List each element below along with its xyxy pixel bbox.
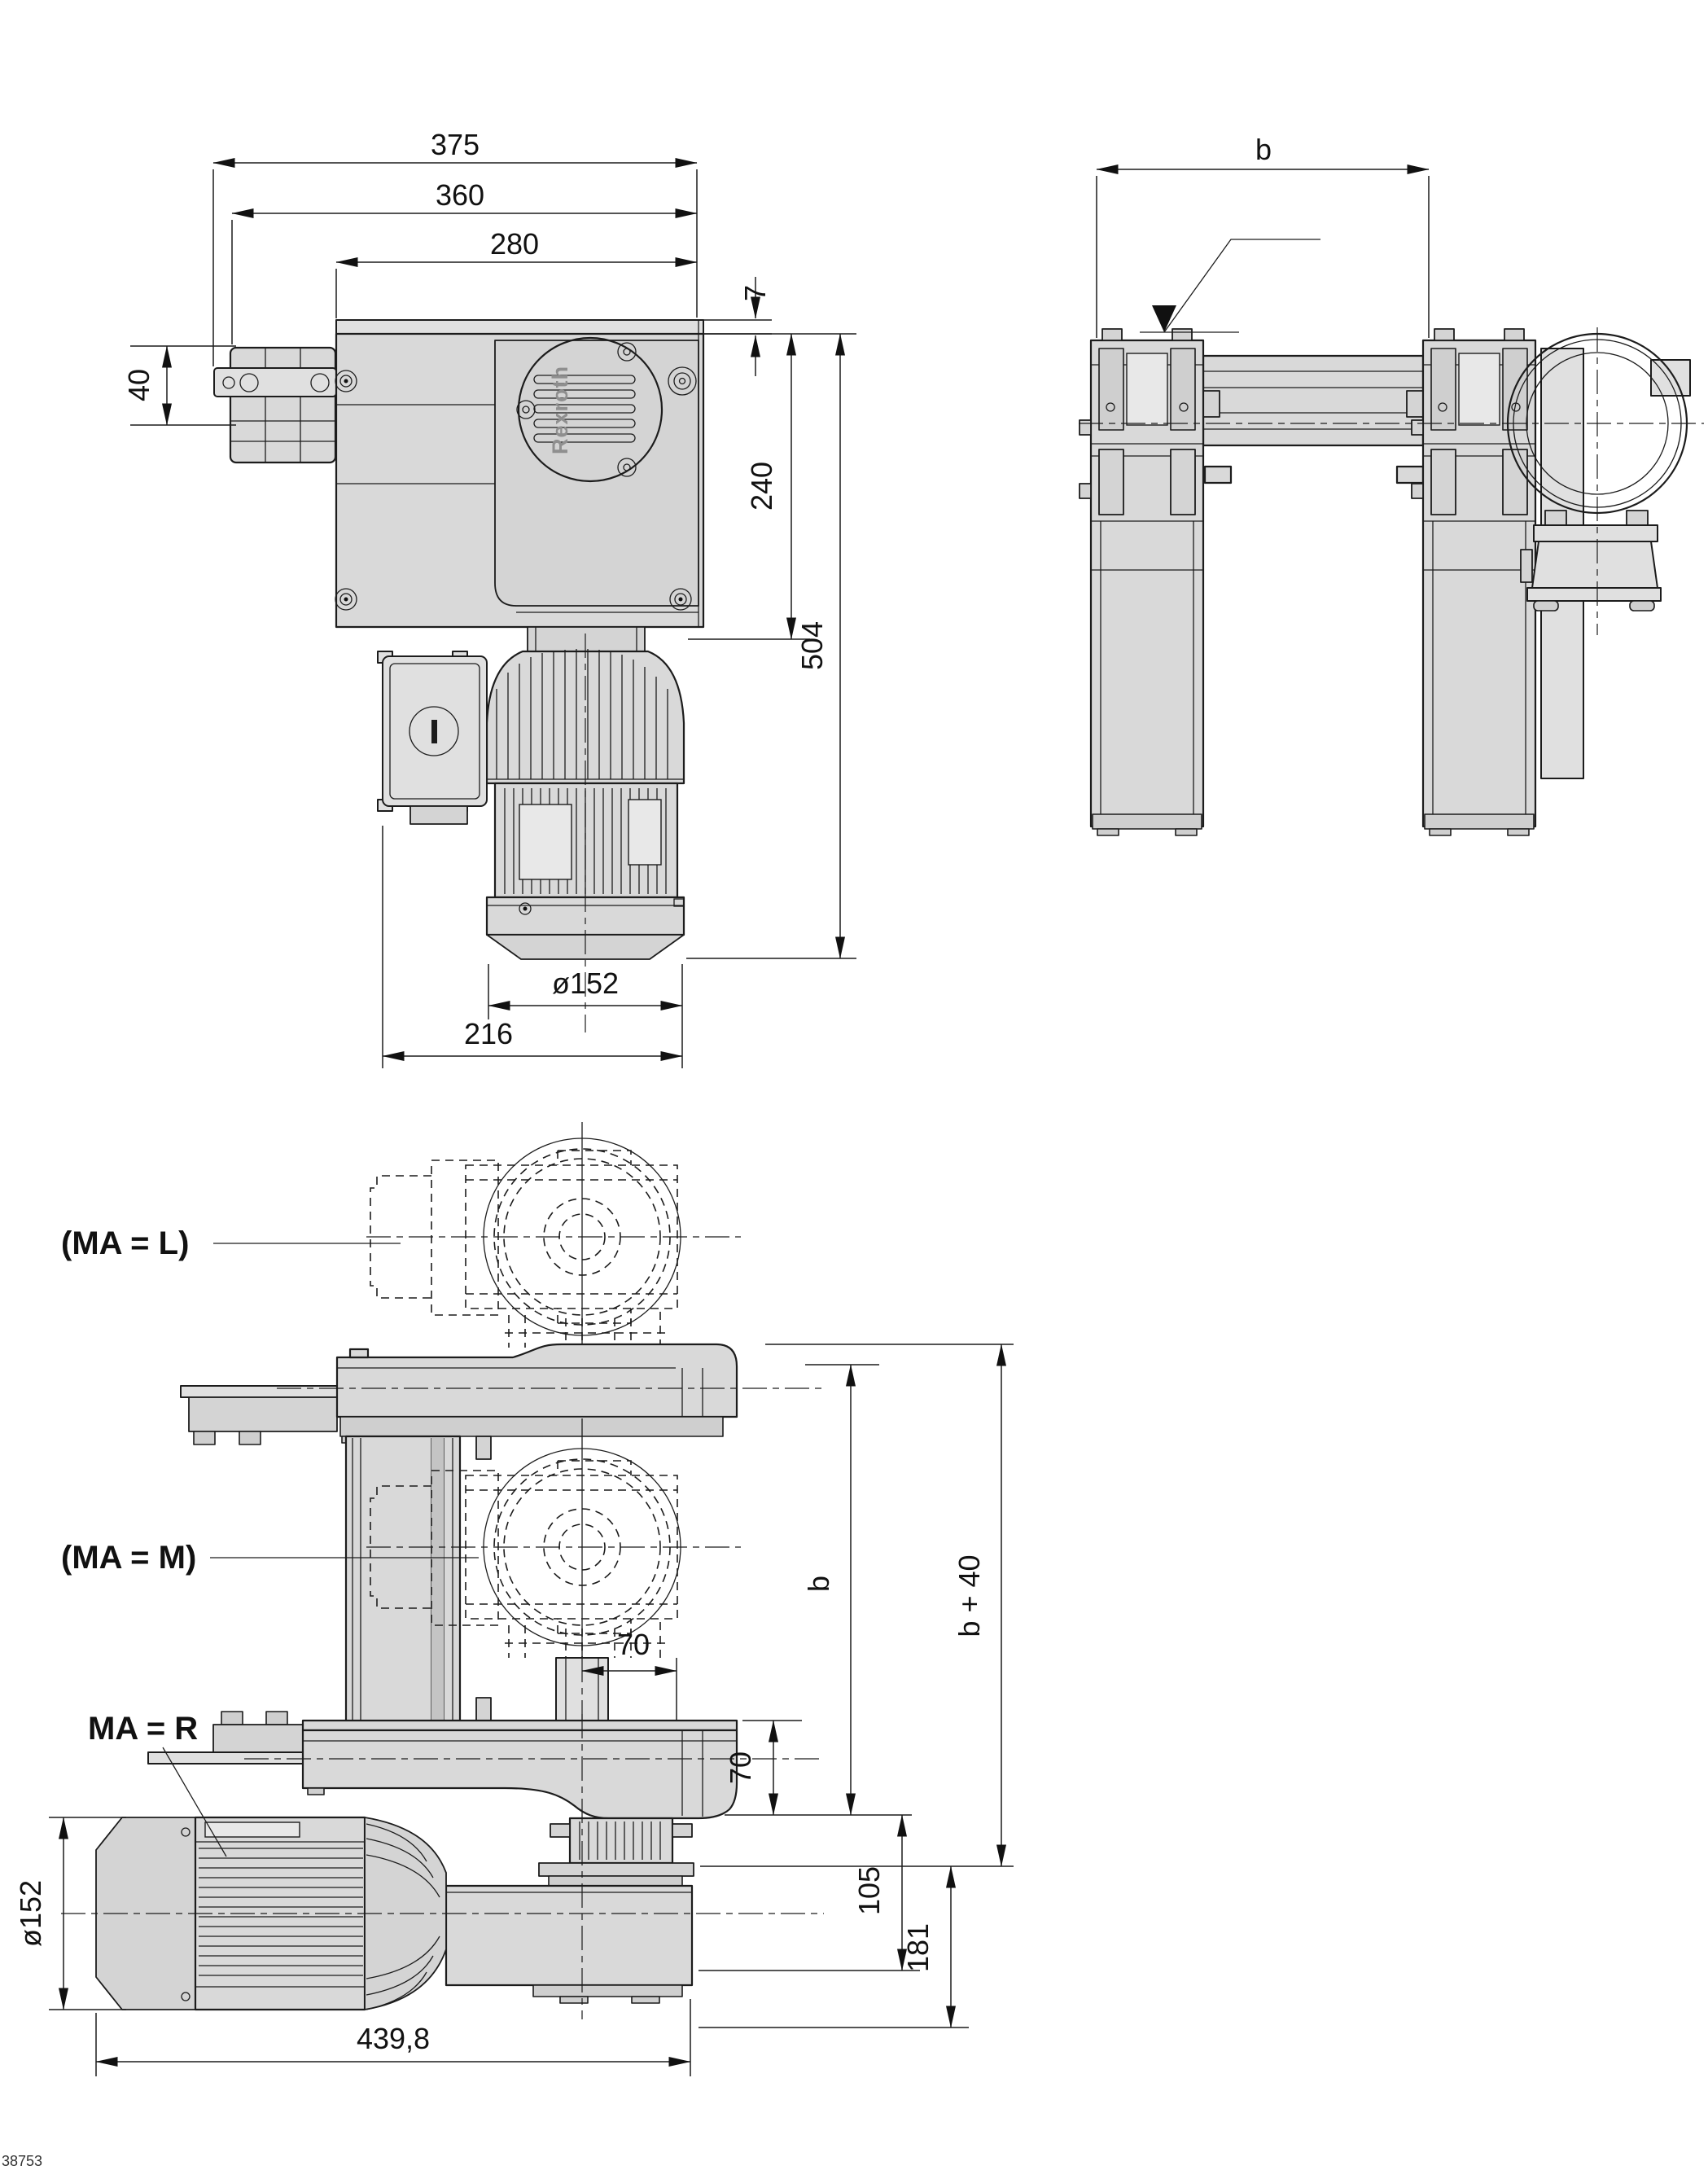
mounting-labels: (MA = L) (MA = M) MA = R bbox=[61, 1225, 479, 1857]
dim-total-width: 375 bbox=[431, 128, 480, 161]
junction-box-front bbox=[377, 651, 488, 825]
front-view: Rexroth bbox=[122, 128, 856, 1068]
front-dimensions: 375 360 280 7 40 240 504 ø152 216 bbox=[122, 128, 856, 1068]
lower-drive-head bbox=[147, 1711, 822, 2019]
clamping-profile-block bbox=[229, 346, 337, 464]
label-motor-right: MA = R bbox=[88, 1711, 198, 1747]
dim-flange-height: 105 bbox=[852, 1866, 886, 1915]
side-dimensions: b bbox=[1096, 133, 1430, 338]
dim-bracket-height: 40 bbox=[122, 369, 155, 401]
housing-screws bbox=[335, 366, 697, 611]
motor-front bbox=[377, 626, 685, 1032]
rexroth-cover-plate: Rexroth bbox=[516, 336, 663, 483]
dim-total-length: 439,8 bbox=[357, 2022, 430, 2055]
fan-cowl bbox=[475, 649, 685, 785]
mounting-bracket bbox=[213, 367, 337, 397]
mounting-position-view: (MA = L) (MA = M) MA = R 70 70 b 105 181… bbox=[14, 1122, 1014, 2076]
left-leg bbox=[1078, 327, 1205, 837]
dim-motor-diameter-front: ø152 bbox=[552, 967, 619, 1000]
junction-box-side bbox=[1520, 510, 1662, 612]
dim-motor-assembly-width: 216 bbox=[464, 1017, 513, 1050]
motor-position-R bbox=[61, 1816, 824, 2011]
dim-housing-width: 280 bbox=[490, 227, 539, 261]
dim-shaft-offset: 70 bbox=[617, 1628, 650, 1661]
dim-section-length-mounting: b bbox=[802, 1576, 835, 1592]
mounting-dimensions: 70 70 b 105 181 b + 40 ø152 439,8 bbox=[14, 1344, 1014, 2076]
brand-logo-text: Rexroth bbox=[548, 366, 572, 454]
label-motor-left: (MA = L) bbox=[61, 1225, 189, 1261]
dim-section-length-side: b bbox=[1255, 133, 1272, 166]
motor-position-L bbox=[366, 1122, 741, 1348]
dim-motor-axis-height: 181 bbox=[901, 1923, 935, 1972]
transport-bracket-upper bbox=[180, 1385, 338, 1445]
motor-position-M bbox=[366, 1418, 741, 1659]
angle-gearbox bbox=[445, 1714, 694, 2019]
figure-number: 38753 bbox=[2, 2153, 42, 2169]
section-column bbox=[344, 1435, 492, 1723]
cross-beams bbox=[1202, 354, 1425, 484]
motor-body bbox=[493, 782, 679, 899]
output-coupling bbox=[538, 1817, 694, 1887]
dim-head-height: 70 bbox=[724, 1751, 757, 1784]
dim-housing-height: 240 bbox=[745, 462, 778, 511]
dim-total-height: 504 bbox=[795, 621, 829, 670]
gear-housing: Rexroth bbox=[335, 319, 705, 629]
surface-finish-symbol bbox=[1140, 239, 1320, 333]
side-view: b bbox=[1078, 133, 1704, 837]
mount-bracket-top bbox=[1650, 359, 1691, 397]
cover-slots bbox=[533, 375, 636, 443]
transport-bracket-lower bbox=[147, 1711, 339, 1764]
upper-drive-head bbox=[180, 1343, 822, 1445]
dim-cover-plate-thickness: 7 bbox=[738, 285, 772, 301]
dim-motor-diameter-mounting: ø152 bbox=[14, 1880, 47, 1947]
right-leg bbox=[1410, 327, 1537, 837]
dim-section-length-plus: b + 40 bbox=[953, 1554, 986, 1637]
cover-screws bbox=[516, 342, 637, 477]
label-motor-mid: (MA = M) bbox=[61, 1540, 196, 1576]
dim-profile-width: 360 bbox=[436, 178, 484, 212]
